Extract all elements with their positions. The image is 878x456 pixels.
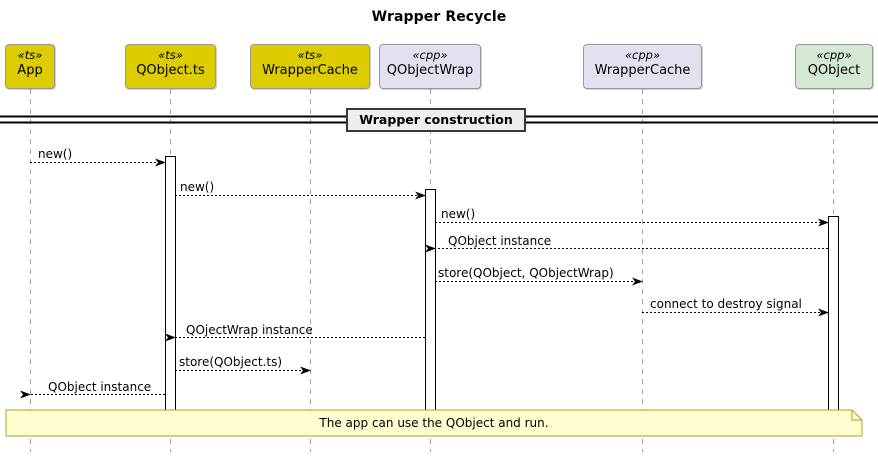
participant-stereotype: «cpp» (412, 48, 448, 62)
message-label-m7: QOjectWrap instance (186, 323, 313, 337)
participant-name: QObjectWrap (386, 62, 474, 78)
participant-qobject_cpp[interactable]: «cpp»QObject (795, 44, 873, 89)
note-fold-corner (851, 410, 862, 421)
participant-stereotype: «cpp» (624, 48, 661, 62)
act-qobject-cpp (828, 216, 839, 413)
participant-qobjectwrap[interactable]: «cpp»QObjectWrap (379, 44, 481, 89)
act-qobject-ts (165, 156, 176, 413)
participant-stereotype: «ts» (297, 48, 323, 62)
participant-wrappercache_ts[interactable]: «ts»WrapperCache (250, 44, 370, 89)
participant-name: WrapperCache (594, 62, 691, 78)
message-label-m8: store(QObject.ts) (179, 355, 283, 369)
message-label-m3: new() (441, 207, 476, 221)
message-label-m6: connect to destroy signal (650, 297, 802, 311)
participant-stereotype: «cpp» (816, 48, 852, 62)
act-qobjectwrap (425, 189, 436, 413)
participant-name: App (17, 62, 43, 78)
divider-wrapper-construction: Wrapper construction (346, 108, 526, 132)
participant-name: WrapperCache (262, 62, 358, 78)
participant-app[interactable]: «ts»App (5, 44, 55, 89)
message-label-m5: store(QObject, QObjectWrap) (438, 266, 614, 280)
note-app-can-use-qobject: The app can use the QObject and run. (319, 416, 549, 430)
note-body (5, 409, 863, 437)
message-label-m4: QObject instance (448, 234, 552, 248)
participant-wrappercache_cpp[interactable]: «cpp»WrapperCache (583, 44, 702, 89)
page-title: Wrapper Recycle (371, 9, 507, 25)
participant-stereotype: «ts» (158, 48, 183, 62)
message-label-m2: new() (180, 180, 215, 194)
participant-qobject_ts[interactable]: «ts»QObject.ts (125, 44, 216, 89)
participant-name: QObject.ts (136, 62, 205, 78)
message-label-m9: QObject instance (48, 380, 152, 394)
participant-stereotype: «ts» (17, 48, 43, 62)
participant-name: QObject (807, 62, 861, 78)
message-label-m1: new() (38, 147, 73, 161)
